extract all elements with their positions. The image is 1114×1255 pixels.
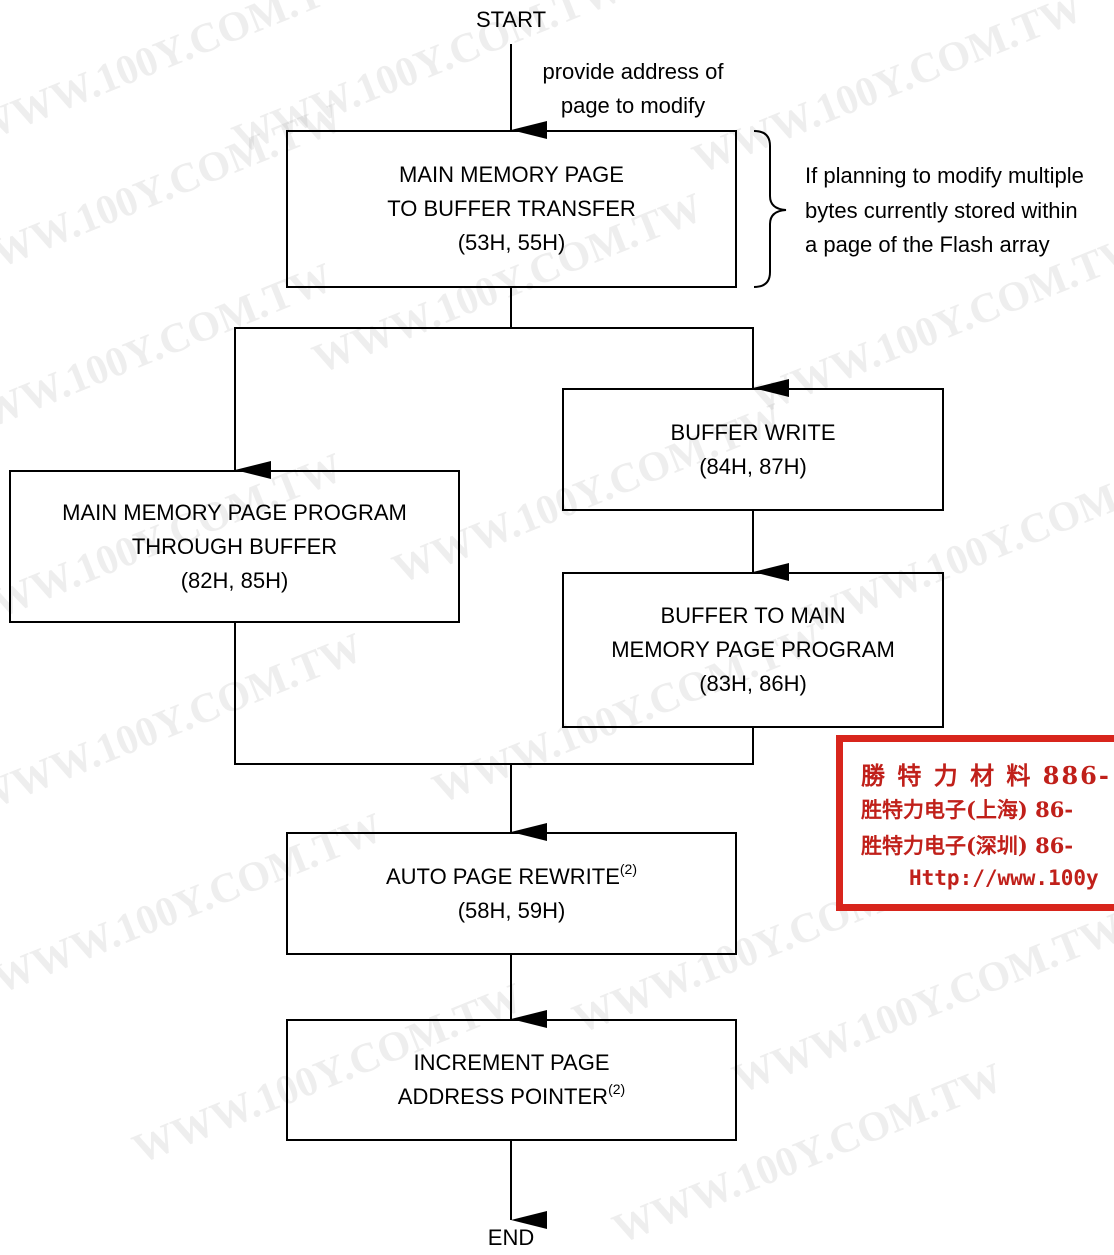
box-buffer-write: BUFFER WRITE (84H, 87H) [562,388,944,511]
note-brace [753,130,787,288]
split-connector [234,288,512,470]
edge-label: provide address of page to modify [542,59,724,118]
merge-connector [234,623,754,765]
stamp-line-3: 胜特力电子(深圳) 86- [861,833,1074,858]
stamp-line-2: 胜特力电子(上海) 86- [861,797,1074,822]
stamp-line-1: 勝 特 力 材 料 886- [861,761,1111,790]
box-buffer-to-main-memory-page-program: BUFFER TO MAIN MEMORY PAGE PROGRAM (83H,… [562,572,944,728]
box-main-memory-page-program-through-buffer: MAIN MEMORY PAGE PROGRAM THROUGH BUFFER … [9,470,460,623]
end-label: END [487,1225,535,1250]
start-label: START [475,7,547,32]
box-main-memory-page-to-buffer-transfer: MAIN MEMORY PAGE TO BUFFER TRANSFER (53H… [286,130,737,288]
brace-note: If planning to modify multiple bytes cur… [805,163,1084,257]
footnote-marker: (2) [608,1081,626,1097]
stamp-line-4: Http://www.100y [909,866,1099,890]
footnote-marker: (2) [619,860,637,877]
box-auto-page-rewrite: AUTO PAGE REWRITE(2) (58H, 59H) [286,832,737,955]
box-increment-page-address-pointer: INCREMENT PAGE ADDRESS POINTER(2) [286,1019,737,1141]
arrow-to-buffer-write [511,327,789,397]
company-stamp: 勝 特 力 材 料 886- 胜特力电子(上海) 86- 胜特力电子(深圳) 8… [836,735,1114,911]
